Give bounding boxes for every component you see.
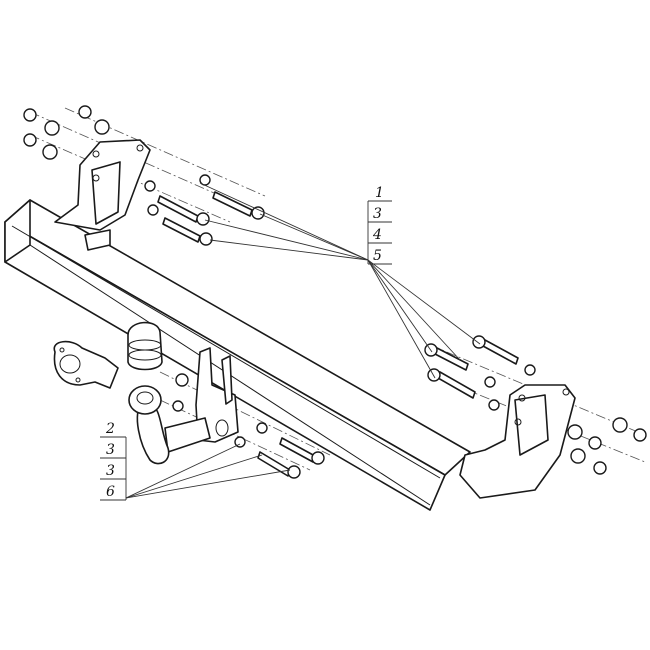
callout-3: 3 [373,206,382,222]
callout-1: 1 [375,185,384,201]
socket-plate [53,340,119,389]
left-bracket [54,139,151,251]
ball-cap [127,321,163,371]
callout-2: 2 [105,421,115,437]
callout-4: 4 [372,227,382,243]
callout-6: 6 [106,484,115,500]
callout-5: 5 [373,248,382,264]
callout-3-left: 3 [106,442,115,458]
callout-left: 2 3 3 6 [100,421,291,501]
fasteners [23,105,647,475]
callout-right: 1 3 4 5 [199,182,481,379]
callout-3-left-second: 3 [106,463,115,479]
tow-ball-assembly [128,347,239,465]
right-bracket [459,384,576,499]
